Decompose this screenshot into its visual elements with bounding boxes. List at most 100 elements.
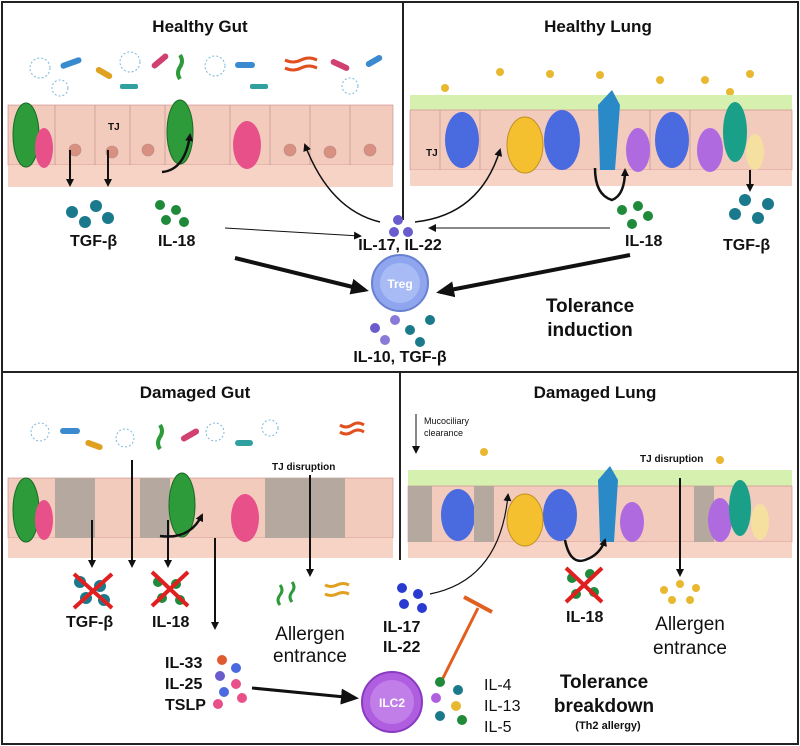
ciliated-cell-icon	[544, 110, 580, 170]
tj-label: TJ	[426, 148, 438, 159]
ciliated-cell-icon	[441, 489, 475, 541]
gut-il18-label: IL-18	[158, 233, 195, 250]
ilc2-label: ILC2	[379, 696, 405, 710]
tolerance-breakdown-line2: breakdown	[554, 696, 654, 717]
il18-dots	[155, 200, 189, 227]
damaged-lung-title: Damaged Lung	[534, 383, 657, 402]
microbiota-icon	[30, 419, 365, 451]
damaged-cell	[474, 486, 494, 542]
arrow	[159, 513, 204, 538]
microbiota-icon	[29, 51, 383, 97]
damaged-cell	[55, 478, 95, 538]
damaged-lung-panel: Damaged Lung Mucociliary clearance TJ di…	[383, 383, 793, 736]
il17-il22-arrow	[429, 493, 512, 595]
inhibition-bar	[463, 595, 493, 614]
goblet-cell-icon	[12, 102, 40, 168]
to-lung-arrow	[414, 148, 503, 223]
tgf-beta-dots	[72, 572, 114, 610]
il18-dots	[150, 570, 190, 608]
cross-icon	[150, 570, 190, 608]
treg-nucleus	[380, 263, 420, 303]
damaged-gut-allergen-line2: entrance	[273, 646, 347, 667]
cross-icon	[72, 572, 114, 610]
goblet-cell-icon	[729, 480, 751, 536]
mucociliary-line1: Mucociliary	[424, 416, 470, 426]
goblet-cell-icon	[168, 472, 196, 538]
healthy-lung-title: Healthy Lung	[544, 17, 652, 36]
ciliated-cell-icon	[543, 489, 577, 541]
basal-cell-icon	[746, 134, 764, 170]
il25-label: IL-25	[165, 676, 202, 693]
damaged-cell	[140, 478, 170, 538]
pnec-icon	[626, 128, 650, 172]
il18-dots	[617, 201, 653, 229]
alarmin-to-ilc2-arrow	[251, 686, 359, 705]
goblet-cell-icon	[166, 99, 194, 165]
gut-cells	[54, 105, 377, 165]
il18-to-center-arrow	[224, 227, 362, 240]
lung-tgf-label: TGF-β	[723, 237, 770, 254]
lung-il18-arrow	[593, 167, 629, 202]
gut-il18-arrow	[161, 133, 194, 174]
il17-il22-label: IL-17, IL-22	[358, 237, 442, 254]
enteroendocrine-cell-icon	[231, 494, 259, 542]
lung-il18-arrow	[563, 538, 607, 563]
pnec-icon	[708, 498, 732, 542]
tj-label: TJ	[108, 122, 120, 133]
damaged-lung-allergen-line1: Allergen	[655, 614, 725, 635]
allergen-dots	[441, 68, 754, 96]
alarmin-dots	[213, 655, 247, 709]
allergen-icon	[276, 581, 350, 606]
basal-cell-icon	[751, 504, 769, 540]
il17-il22-dots	[397, 583, 427, 613]
tgf-beta-dots	[729, 194, 774, 224]
mucociliary-line2: clearance	[424, 428, 463, 438]
tolerance-breakdown-line1: Tolerance	[560, 672, 648, 693]
healthy-center: IL-17, IL-22 Treg IL-10, TGF-β Tolerance…	[224, 143, 634, 366]
gut-to-treg-arrow	[234, 256, 369, 295]
tgf-beta-dots	[66, 200, 114, 228]
gut-tgf-label: TGF-β	[70, 233, 117, 250]
tj-disruption-label: TJ disruption	[272, 462, 335, 473]
club-cell-icon	[506, 493, 544, 547]
il13-label: IL-13	[484, 698, 521, 715]
th2-cytokine-dots	[431, 677, 467, 725]
tslp-label: TSLP	[165, 697, 206, 714]
allergen-dots	[480, 448, 724, 464]
damaged-gut-tgf-label: TGF-β	[66, 614, 113, 631]
damaged-cell	[265, 478, 345, 538]
goblet-cell-icon	[12, 477, 40, 543]
tj-disruption-label: TJ disruption	[640, 454, 703, 465]
lung-lamina	[410, 170, 792, 186]
to-gut-arrow	[303, 143, 381, 223]
il33-label: IL-33	[165, 655, 202, 672]
lung-cells	[439, 110, 691, 170]
ciliated-cell-icon	[445, 112, 479, 168]
tuft-cell-icon	[598, 90, 620, 170]
il4-label: IL-4	[484, 677, 512, 694]
treg-label: Treg	[387, 277, 412, 291]
tolerance-induction-line1: Tolerance	[546, 296, 634, 317]
il10-tgf-label: IL-10, TGF-β	[353, 349, 447, 366]
damaged-gut-panel: Damaged Gut TJ disruption	[7, 383, 423, 733]
healthy-gut-title: Healthy Gut	[152, 17, 248, 36]
pnec-icon	[697, 128, 723, 172]
gut-epithelium	[7, 104, 394, 166]
goblet-cell-icon	[723, 102, 747, 162]
damaged-cell	[408, 486, 432, 542]
healthy-lung-panel: Healthy Lung TJ IL-18 TGF-β	[409, 17, 793, 254]
il10-tgf-dots	[370, 315, 435, 347]
club-cell-icon	[506, 116, 544, 174]
tuft-cell-icon	[598, 466, 618, 542]
tolerance-induction-line2: induction	[547, 320, 632, 341]
il18-dots	[564, 566, 604, 604]
lung-il18-label: IL-18	[625, 233, 662, 250]
damaged-gut-il18-label: IL-18	[152, 614, 189, 631]
damaged-gut-title: Damaged Gut	[140, 383, 251, 402]
il22-label: IL-22	[383, 639, 420, 656]
damaged-lung-allergen-line2: entrance	[653, 638, 727, 659]
ciliated-cell-icon	[655, 112, 689, 168]
damaged-gut-allergen-line1: Allergen	[275, 624, 345, 645]
